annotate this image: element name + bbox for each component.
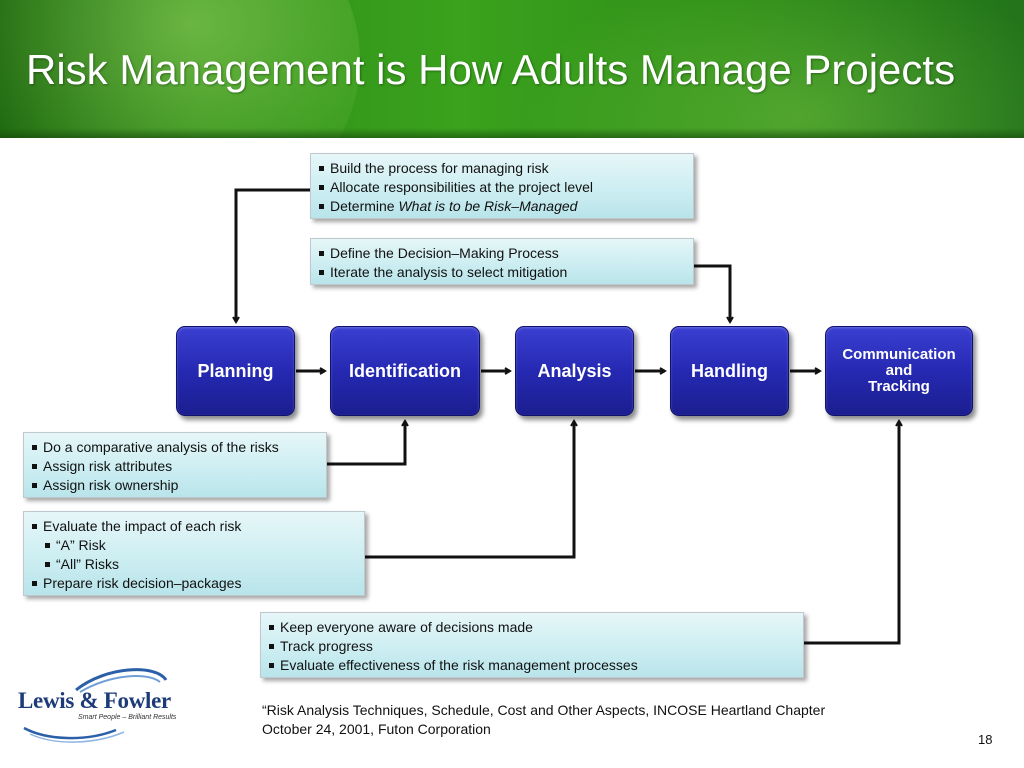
- step-handling: Handling: [670, 326, 789, 416]
- handling-note-item: Iterate the analysis to select mitigatio…: [319, 263, 685, 282]
- step-identification: Identification: [330, 326, 480, 416]
- step-analysis-label: Analysis: [537, 360, 612, 381]
- planning-note-item: Determine What is to be Risk–Managed: [319, 197, 685, 216]
- identification-note-item: Do a comparative analysis of the risks: [32, 438, 318, 457]
- planning-note-item: Build the process for managing risk: [319, 159, 685, 178]
- analysis-note-item: Prepare risk decision–packages: [32, 574, 356, 593]
- banner-swoosh-right: [520, 0, 1024, 138]
- page-number: 18: [978, 732, 993, 747]
- planning-note-prefix: Determine: [330, 198, 399, 214]
- analysis-note-item: Evaluate the impact of each risk: [32, 517, 356, 536]
- identification-note: Do a comparative analysis of the risks A…: [23, 432, 327, 498]
- tracking-note-item: Evaluate effectiveness of the risk manag…: [269, 656, 795, 675]
- analysis-note-subitem: “All” Risks: [32, 555, 356, 574]
- step-planning-label: Planning: [197, 360, 274, 381]
- connector-planning-note: [232, 188, 310, 324]
- tracking-note: Keep everyone aware of decisions made Tr…: [260, 612, 804, 678]
- step-analysis: Analysis: [515, 326, 634, 416]
- tracking-note-item: Track progress: [269, 637, 795, 656]
- logo-name: Lewis & Fowler: [18, 688, 171, 713]
- handling-note: Define the Decision–Making Process Itera…: [310, 238, 694, 285]
- lewis-fowler-logo: Lewis & Fowler Smart People – Brilliant …: [16, 668, 181, 748]
- analysis-note-subitem: “A” Risk: [32, 536, 356, 555]
- connector-handling-note: [694, 264, 734, 324]
- planning-note: Build the process for managing risk Allo…: [310, 153, 694, 219]
- step-and-label: and: [885, 362, 913, 379]
- connector-tracking-note: [804, 419, 903, 645]
- tracking-note-item: Keep everyone aware of decisions made: [269, 618, 795, 637]
- connector-analysis-note: [365, 419, 578, 559]
- step-identification-label: Identification: [349, 360, 461, 381]
- step-communication-tracking: Communication and Tracking: [825, 326, 973, 416]
- step-planning: Planning: [176, 326, 295, 416]
- analysis-note: Evaluate the impact of each risk “A” Ris…: [23, 511, 365, 596]
- logo-swoosh-icon: [23, 668, 168, 743]
- citation-line-2: October 24, 2001, Futon Corporation: [262, 721, 491, 737]
- banner-bottom-band: [0, 128, 1024, 138]
- planning-note-item: Allocate responsibilities at the project…: [319, 178, 685, 197]
- banner-swoosh-left: [0, 0, 360, 138]
- handling-note-item: Define the Decision–Making Process: [319, 244, 685, 263]
- title-banner: Risk Management is How Adults Manage Pro…: [0, 0, 1024, 138]
- step-communication-label: Communication: [842, 346, 956, 363]
- citation: “Risk Analysis Techniques, Schedule, Cos…: [262, 701, 825, 739]
- connector-identification-note: [327, 419, 409, 466]
- citation-line-1: “Risk Analysis Techniques, Schedule, Cos…: [262, 702, 826, 718]
- slide-title: Risk Management is How Adults Manage Pro…: [26, 46, 956, 93]
- step-tracking-label: Tracking: [868, 378, 930, 395]
- identification-note-item: Assign risk ownership: [32, 476, 318, 495]
- planning-note-emphasis: What is to be Risk–Managed: [398, 198, 578, 214]
- step-handling-label: Handling: [691, 360, 768, 381]
- logo-tagline: Smart People – Brilliant Results: [78, 714, 177, 721]
- identification-note-item: Assign risk attributes: [32, 457, 318, 476]
